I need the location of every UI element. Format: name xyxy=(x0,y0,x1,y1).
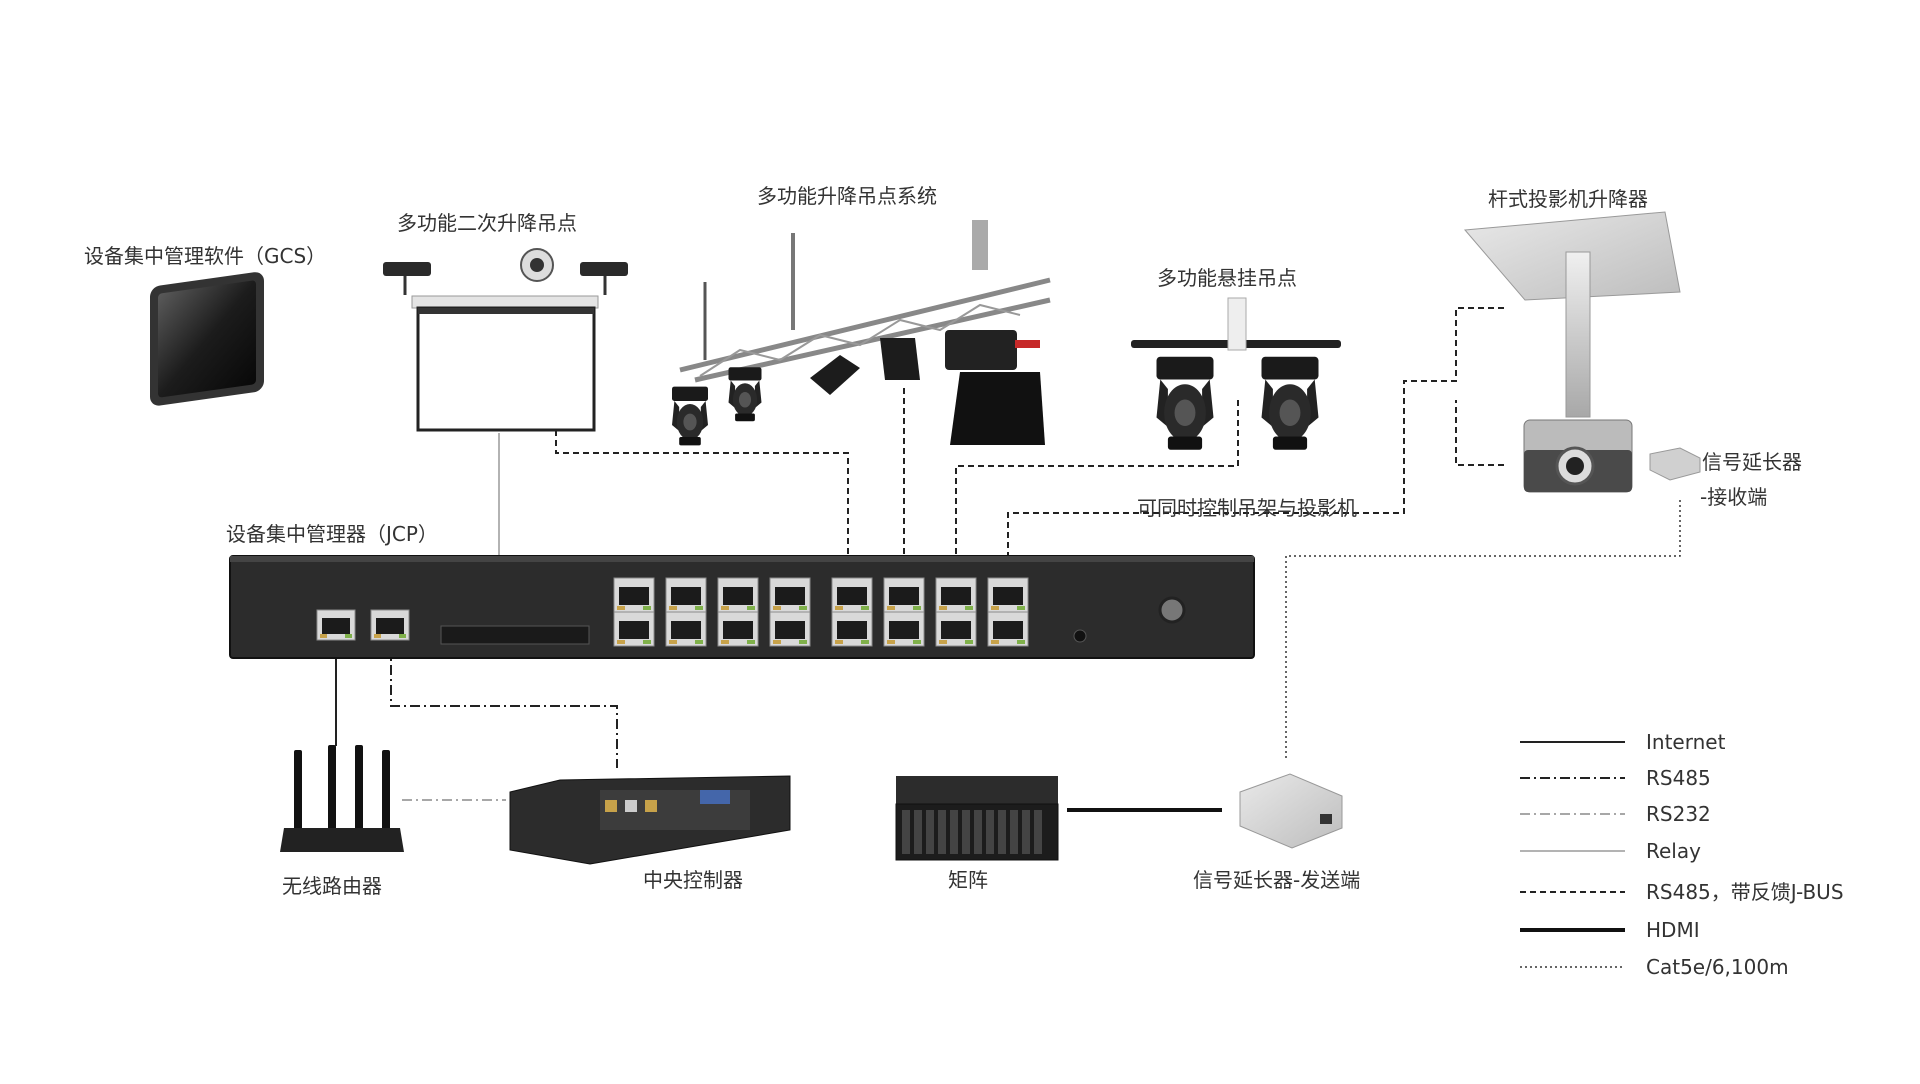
suspension-point-label: 多功能悬挂吊点 xyxy=(1157,266,1297,290)
both-control-label: 可同时控制吊架与投影机 xyxy=(1137,496,1357,520)
legend-label-3: Relay xyxy=(1646,839,1701,863)
projector-lift-icon xyxy=(1463,211,1681,493)
extender-transmitter-icon xyxy=(1239,773,1343,849)
central-controller-label: 中央控制器 xyxy=(643,868,743,892)
central-controller-icon xyxy=(509,775,791,865)
cat5e-line-extenders xyxy=(1285,500,1681,760)
lift-point-system-icon xyxy=(672,220,1051,446)
lift-system-label: 多功能升降吊点系统 xyxy=(757,184,937,208)
gcs-label: 设备集中管理软件（GCS） xyxy=(84,244,327,268)
projector-lift-label: 杆式投影机升降器 xyxy=(1488,187,1648,211)
extender-receiver-icon xyxy=(1649,447,1701,481)
legend-label-4: RS485，带反馈J-BUS xyxy=(1646,880,1844,904)
jcp-rack-unit xyxy=(229,555,1255,659)
rs485-line-controller xyxy=(390,645,618,768)
connection-lines xyxy=(335,307,1681,812)
matrix-label: 矩阵 xyxy=(948,868,988,892)
legend-label-0: Internet xyxy=(1646,730,1726,754)
wireless-router-icon xyxy=(280,745,404,852)
legend-label-2: RS232 xyxy=(1646,802,1711,826)
suspension-point-icon xyxy=(1131,297,1341,450)
jcp-label: 设备集中管理器（JCP） xyxy=(226,522,438,546)
extender-rx-label-line2: -接收端 xyxy=(1700,485,1768,509)
router-label: 无线路由器 xyxy=(282,874,382,898)
legend-label-6: Cat5e/6,100m xyxy=(1646,955,1789,979)
gcs-tablet-icon xyxy=(150,272,264,406)
legend-label-1: RS485 xyxy=(1646,766,1711,790)
secondary-hoist-icon xyxy=(383,248,628,432)
extender-tx-label: 信号延长器-发送端 xyxy=(1193,868,1361,892)
secondary-hoist-label: 多功能二次升降吊点 xyxy=(397,211,577,235)
legend-label-5: HDMI xyxy=(1646,918,1700,942)
extender-rx-label-line1: 信号延长器 xyxy=(1702,450,1802,474)
jbus-line-suspension xyxy=(955,400,1239,580)
matrix-icon xyxy=(895,776,1059,861)
jbus-line-projector-lift xyxy=(1007,307,1504,580)
jbus-line-screen-motor xyxy=(555,430,849,580)
jbus-line-projector xyxy=(1455,400,1504,466)
